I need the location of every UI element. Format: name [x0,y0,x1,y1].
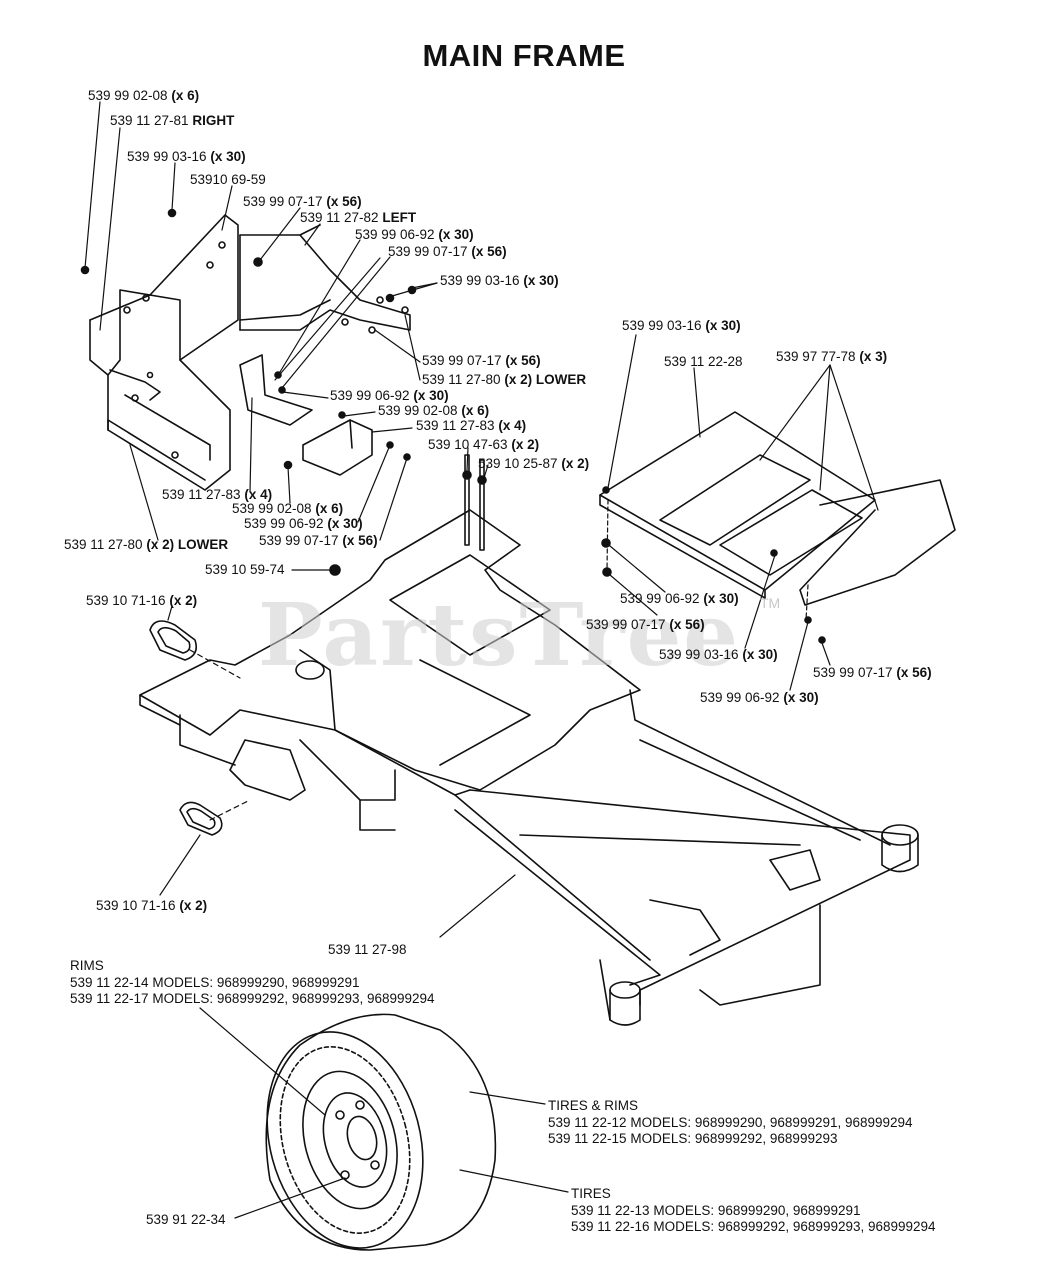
callout-label: 539 11 27-82 LEFT [300,210,417,225]
callout-label: 539 99 07-17 (x 56) [388,244,507,259]
callout-label: 539 99 02-08 (x 6) [232,501,344,516]
callout-label: 539 99 07-17 (x 56) [422,353,541,368]
callout-label: 539 97 77-78 (x 3) [776,349,888,364]
callout-label: 539 99 07-17 (x 56) [243,194,362,209]
callout-label: 539 99 02-08 (x 6) [88,88,200,103]
callout-label: 539 99 03-16 (x 30) [127,149,246,164]
tires-rims-heading: TIRES & RIMS [548,1098,639,1113]
callout-label: 539 91 22-34 [146,1212,226,1227]
watermark: PartsTree [258,585,741,686]
callout-label: 539 99 06-92 (x 30) [244,516,363,531]
tires-line: 539 11 22-13 MODELS: 968999290, 96899929… [571,1202,861,1218]
callout-label: 539 99 03-16 (x 30) [440,273,559,288]
callout-label: 539 10 71-16 (x 2) [96,898,208,913]
tires-line: 539 11 22-16 MODELS: 968999292, 96899929… [571,1219,936,1234]
callout-label: 539 11 27-98 [328,942,407,957]
callout-label: 539 99 07-17 (x 56) [586,617,705,632]
rims-line: 539 11 22-14 MODELS: 968999290, 96899929… [70,974,360,990]
callout-label: 539 11 27-83 (x 4) [416,418,527,433]
tires-rims-block: TIRES & RIMS 539 11 22-12 MODELS: 968999… [548,1098,913,1148]
fasteners [80,208,826,644]
main-frame-chassis [139,454,919,1026]
tires-heading: TIRES [571,1186,611,1201]
callout-label: 539 99 06-92 (x 30) [355,227,474,242]
callout-label: 539 99 06-92 (x 30) [330,388,449,403]
callout-label: 539 10 47-63 (x 2) [428,437,540,452]
right-side-bracket [89,214,239,491]
callout-label: 539 10 25-87 (x 2) [478,456,590,471]
leader-lines [84,101,879,1219]
callout-label: 539 11 22-28 [664,354,743,369]
watermark-tm: TM [760,595,781,611]
rims-heading: RIMS [70,958,104,973]
bushings [149,620,223,836]
callout-label: 539 99 07-17 (x 56) [813,665,932,680]
rims-block: RIMS 539 11 22-14 MODELS: 968999290, 968… [70,958,435,1008]
callout-label: 539 11 27-83 (x 4) [162,487,273,502]
callout-label: 539 99 06-92 (x 30) [700,690,819,705]
callout-label: 539 11 27-81 RIGHT [110,113,235,128]
callout-label: 539 99 06-92 (x 30) [620,591,739,606]
callout-label: 539 99 03-16 (x 30) [659,647,778,662]
callout-label: 539 99 02-08 (x 6) [378,403,490,418]
tires-rims-line: 539 11 22-15 MODELS: 968999292, 96899929… [548,1131,838,1146]
wheel-assembly [265,1013,497,1251]
callout-label: 539 99 07-17 (x 56) [259,533,378,548]
lower-bracket-pieces [239,354,373,476]
callout-label: 539 11 27-80 (x 2) LOWER [422,372,587,387]
tires-rims-line: 539 11 22-12 MODELS: 968999290, 96899929… [548,1114,913,1130]
seat-pan [599,411,956,606]
rims-line: 539 11 22-17 MODELS: 968999292, 96899929… [70,991,435,1006]
tires-block: TIRES 539 11 22-13 MODELS: 968999290, 96… [571,1186,936,1236]
callout-label: 53910 69-59 [190,172,266,187]
callout-label: 539 10 71-16 (x 2) [86,593,198,608]
callout-label: 539 11 27-80 (x 2) LOWER [64,537,229,552]
callout-label: 539 99 03-16 (x 30) [622,318,741,333]
page-title: MAIN FRAME [422,38,626,73]
callout-label: 539 10 59-74 [205,562,285,577]
